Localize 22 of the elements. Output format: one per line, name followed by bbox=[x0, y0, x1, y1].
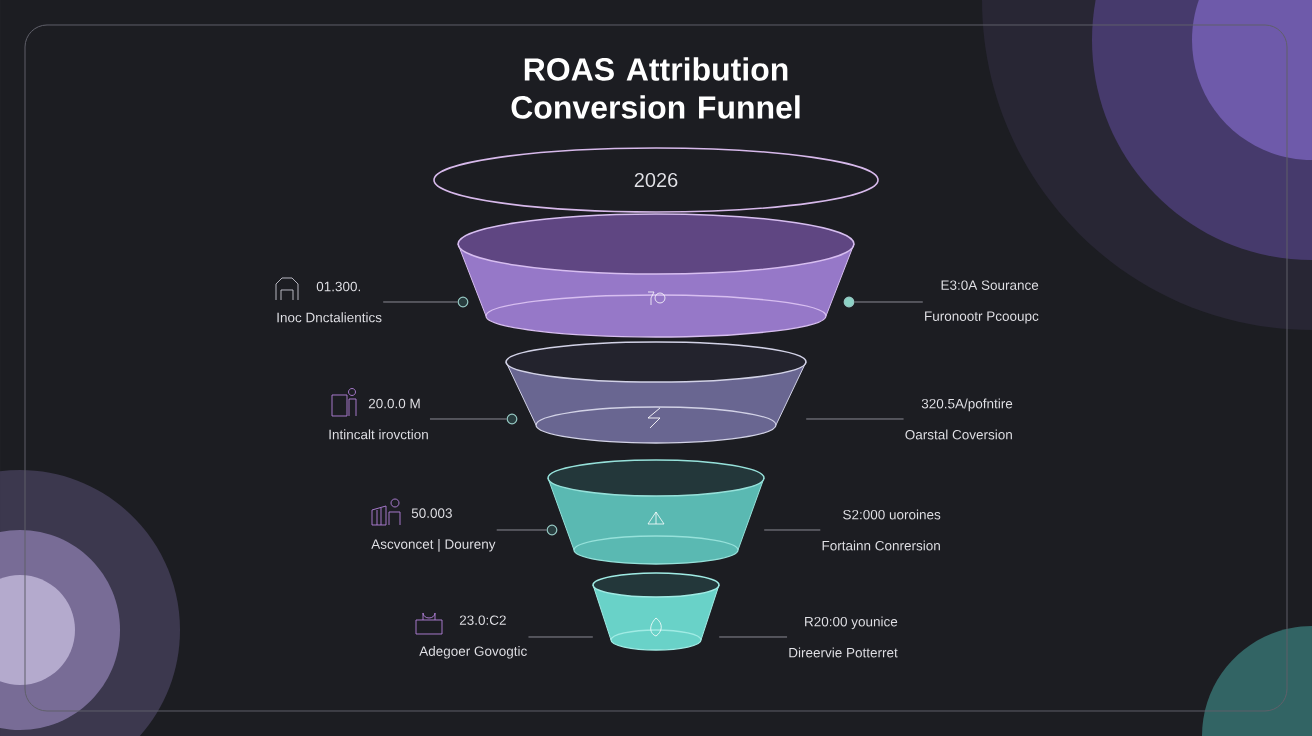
funnel-tier bbox=[592, 572, 720, 651]
title: ROAS Attribution Conversion Funnel bbox=[511, 57, 800, 119]
leader-line bbox=[718, 636, 788, 638]
oval-banner: 2026 bbox=[433, 147, 879, 213]
metric-label: 01.300. Inoc Dnctalientics bbox=[277, 281, 382, 323]
funnel-tier bbox=[505, 341, 807, 444]
leader-line bbox=[429, 418, 508, 420]
leader-line bbox=[853, 301, 924, 303]
metric-label: 20.0.0 M Intincalt irovction bbox=[329, 398, 428, 440]
metric-label: 23.0:C2 Adegoer Govogtic bbox=[419, 615, 527, 659]
leader-line bbox=[382, 301, 459, 303]
metric-label: R20:00 younice Direervie Potterret bbox=[789, 616, 898, 658]
leader-line bbox=[763, 529, 821, 531]
metric-label: S2:000 uoroines Fortainn Conrersion bbox=[822, 509, 941, 551]
leader-line bbox=[528, 636, 594, 638]
leader-line bbox=[805, 418, 905, 420]
metric-label: E3:0A Sourance Furonootr Pcooupc bbox=[925, 280, 1039, 324]
funnel-tier bbox=[457, 213, 855, 338]
metric-label: 320.5A/pofntire Oarstal Coversion bbox=[905, 398, 1013, 440]
metric-label: 50.003 Ascvoncet | Doureny bbox=[371, 508, 496, 552]
funnel-tier bbox=[547, 459, 765, 565]
leader-line bbox=[496, 529, 548, 531]
